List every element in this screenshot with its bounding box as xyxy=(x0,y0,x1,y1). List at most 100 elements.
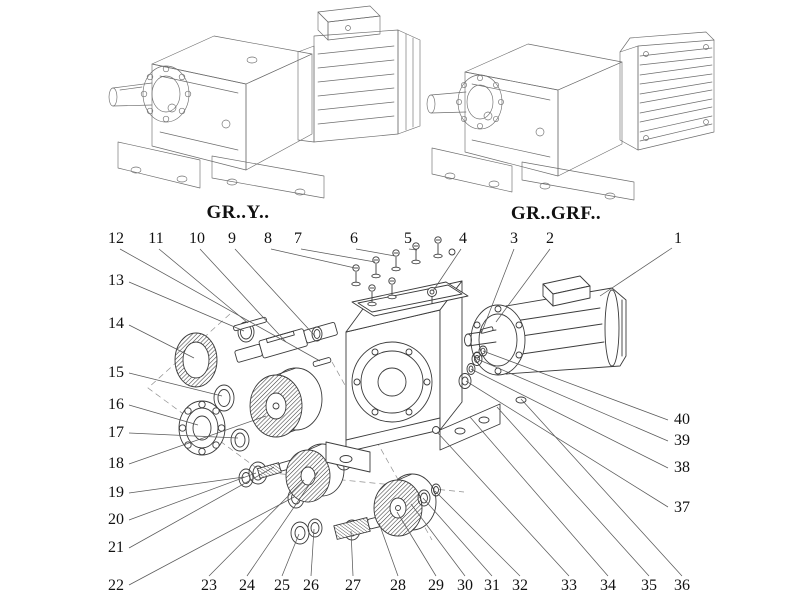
leader-line-40 xyxy=(482,350,669,421)
leader-line-24 xyxy=(246,471,319,577)
callout-21: 21 xyxy=(108,539,124,556)
cover-bolt xyxy=(367,284,377,307)
model-title-left: GR..Y.. xyxy=(207,202,270,223)
leader-line-1 xyxy=(599,247,673,297)
leader-line-30 xyxy=(410,503,466,577)
motor-key xyxy=(480,326,494,334)
leader-line-35 xyxy=(496,406,650,577)
foot-washer xyxy=(515,396,527,404)
spacer-ring xyxy=(230,428,250,452)
seal-ring-bottom xyxy=(290,521,310,545)
callout-1: 1 xyxy=(674,230,682,247)
cover-bolt xyxy=(391,249,401,272)
terminal-box xyxy=(317,5,381,41)
callout-23: 23 xyxy=(201,577,217,594)
exploded-view xyxy=(147,236,627,545)
leader-line-11 xyxy=(158,248,249,324)
callout-16: 16 xyxy=(108,396,124,413)
assembled-view-gr-grf xyxy=(426,31,715,201)
shaft-key xyxy=(312,357,332,367)
leader-line-32 xyxy=(434,490,521,577)
leader-line-5 xyxy=(408,248,418,251)
leader-line-17 xyxy=(128,432,239,439)
leader-line-13 xyxy=(128,281,245,332)
callout-38: 38 xyxy=(674,459,690,476)
callout-28: 28 xyxy=(390,577,406,594)
leader-line-6 xyxy=(355,248,396,257)
callout-6: 6 xyxy=(350,230,358,247)
callout-14: 14 xyxy=(108,315,124,332)
drain-plug xyxy=(432,426,440,434)
leader-line-28 xyxy=(378,522,399,577)
leader-line-26 xyxy=(310,528,315,577)
leader-line-12 xyxy=(119,248,321,362)
cover-bolt xyxy=(411,242,421,265)
ring-c xyxy=(417,489,431,507)
callout-4: 4 xyxy=(459,230,467,247)
cover-bolt xyxy=(387,277,397,300)
ring-d xyxy=(431,483,441,497)
leader-line-33 xyxy=(436,431,570,577)
flange-washer-1 xyxy=(478,345,488,357)
leader-line-22 xyxy=(128,496,295,586)
callout-10: 10 xyxy=(189,230,205,247)
leader-line-27 xyxy=(350,530,354,577)
leader-line-10 xyxy=(199,248,287,343)
helical-gear-large xyxy=(249,367,323,438)
leader-line-19 xyxy=(128,476,245,494)
callout-37: 37 xyxy=(674,499,690,516)
leader-line-20 xyxy=(128,472,257,521)
flange-washer-3 xyxy=(466,363,476,375)
callout-2: 2 xyxy=(546,230,554,247)
electric-motor xyxy=(297,29,421,143)
mounting-feet xyxy=(431,147,635,201)
cover-bolt xyxy=(433,236,443,259)
output-shaft xyxy=(108,82,153,107)
oil-seal xyxy=(174,332,218,388)
callout-9: 9 xyxy=(228,230,236,247)
washer-small xyxy=(238,468,254,488)
callout-12: 12 xyxy=(108,230,124,247)
brake-motor-block xyxy=(619,31,715,151)
callout-36: 36 xyxy=(674,577,690,594)
leader-line-23 xyxy=(208,479,305,577)
leader-line-3 xyxy=(480,248,515,335)
output-gear xyxy=(373,473,437,537)
input-flange xyxy=(140,65,192,123)
model-title-right: GR..GRF.. xyxy=(511,203,601,224)
assembled-view-gr-y xyxy=(108,5,421,199)
leader-line-18 xyxy=(128,415,267,465)
cover-bolt xyxy=(351,264,361,287)
flange-washer-2 xyxy=(471,352,483,366)
leader-line-25 xyxy=(281,533,300,577)
callout-35: 35 xyxy=(641,577,657,594)
leader-line-37 xyxy=(465,380,669,508)
callout-7: 7 xyxy=(294,230,302,247)
leader-line-36 xyxy=(520,398,683,577)
callout-19: 19 xyxy=(108,484,124,501)
washer xyxy=(213,384,235,412)
callout-22: 22 xyxy=(108,577,124,594)
input-flange xyxy=(456,74,504,130)
callout-33: 33 xyxy=(561,577,577,594)
leader-line-31 xyxy=(422,497,493,577)
housing-body xyxy=(345,280,463,453)
mounting-feet xyxy=(117,141,325,199)
ball-bearing xyxy=(178,400,226,456)
leader-line-2 xyxy=(495,248,551,323)
leader-line-14 xyxy=(128,324,195,359)
leader-line-29 xyxy=(396,511,437,577)
callout-8: 8 xyxy=(264,230,272,247)
callout-40: 40 xyxy=(674,411,690,428)
shaft-collar xyxy=(311,326,323,342)
leader-line-8 xyxy=(270,248,356,269)
callout-13: 13 xyxy=(108,272,124,289)
callout-11: 11 xyxy=(148,230,163,247)
cover-bolt xyxy=(371,256,381,279)
callout-32: 32 xyxy=(512,577,528,594)
leader-line-34 xyxy=(469,416,609,577)
callout-15: 15 xyxy=(108,364,124,381)
leader-line-7 xyxy=(300,248,376,263)
